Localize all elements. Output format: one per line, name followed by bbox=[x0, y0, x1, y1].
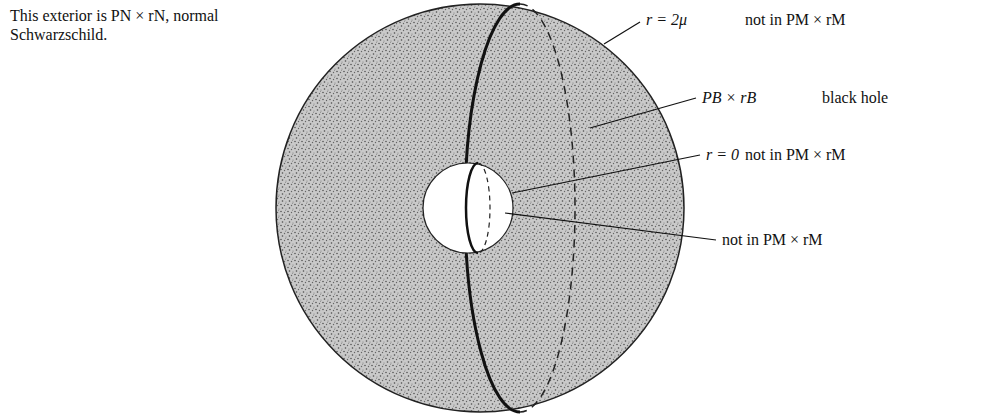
region-note: not in PM × rM bbox=[745, 145, 846, 164]
region-label: PB × rB bbox=[702, 88, 756, 107]
inner-sphere bbox=[423, 163, 513, 253]
leader-line bbox=[505, 213, 716, 240]
leader-line bbox=[590, 98, 696, 128]
region-note: not in PM × rM bbox=[745, 10, 846, 29]
exterior-note: This exterior is PN × rN, normal Schwarz… bbox=[10, 6, 280, 44]
radius-label: r = 0 bbox=[706, 145, 739, 164]
leader-line bbox=[604, 22, 640, 44]
region-note: black hole bbox=[822, 88, 888, 107]
region-note: not in PM × rM bbox=[722, 230, 823, 249]
leader-line bbox=[512, 155, 700, 193]
meridian-back bbox=[520, 4, 575, 412]
inner-meridian-front bbox=[466, 163, 478, 253]
outer-sphere bbox=[276, 4, 684, 412]
inner-meridian-back bbox=[478, 163, 490, 253]
radius-label: r = 2μ bbox=[646, 10, 687, 29]
